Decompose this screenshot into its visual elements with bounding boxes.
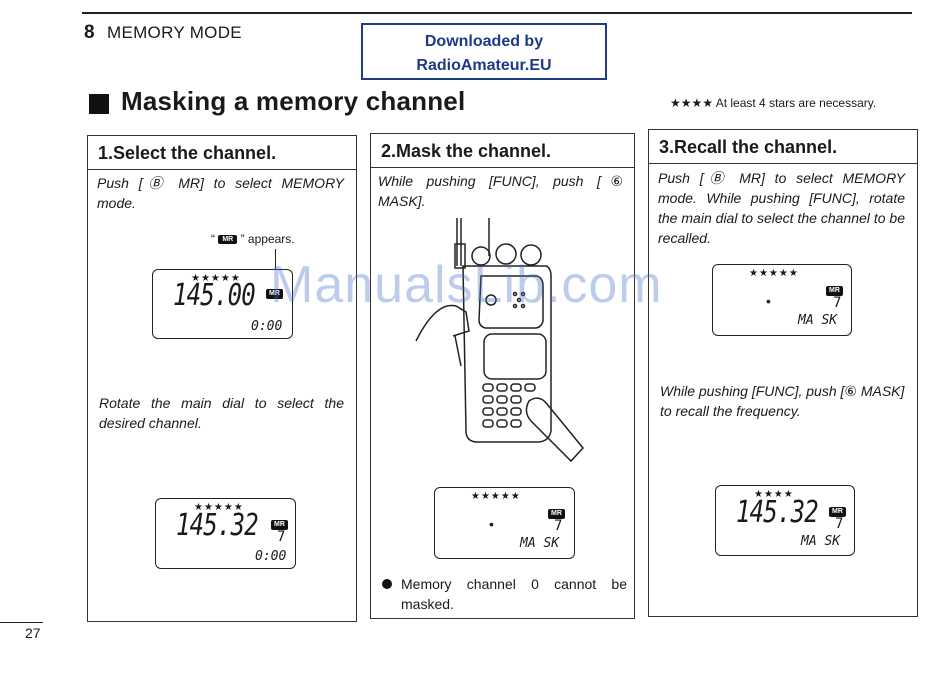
download-line-2: RadioAmateur.EU	[416, 57, 552, 74]
bullet-icon	[382, 579, 392, 589]
mr-badge-inline: MR	[218, 235, 238, 245]
lcd-mr-badge: MR	[266, 289, 283, 299]
lcd-stars: ★★★★	[754, 489, 794, 500]
download-line-1: Downloaded by	[424, 33, 544, 50]
watermark: ManualsLib.com	[270, 256, 663, 314]
title-square-icon	[89, 94, 109, 114]
lcd-mr-badge: MR	[826, 286, 843, 296]
lcd-channel: 7	[835, 516, 844, 532]
panel-1-rotate-text: Rotate the main dial to select the desir…	[99, 395, 344, 431]
section-number: 8	[84, 22, 95, 43]
top-rule	[82, 12, 912, 14]
section-name: MEMORY MODE	[107, 23, 242, 42]
lcd-frequency: 145.32	[736, 495, 819, 530]
panel-recall-channel: 3.Recall the channel. Push [Ⓑ MR] to sel…	[648, 129, 918, 617]
lcd-display-2: ★★★★★ 145.32 MR 7 0:00	[155, 498, 296, 569]
page-number-rule	[0, 622, 43, 623]
panel-3-recall-text: While pushing [FUNC], push [⑥ MASK] to r…	[660, 383, 905, 419]
lcd-channel: 7	[833, 295, 842, 311]
lcd-mask-text: MA SK	[798, 313, 838, 328]
page-title: Masking a memory channel	[121, 86, 466, 116]
mr-appears-note: “ MR ” appears.	[211, 232, 295, 246]
download-banner[interactable]: Downloaded by RadioAmateur.EU	[361, 23, 607, 80]
lcd-stars: ★★★★★	[749, 268, 799, 279]
lcd-mask-text: MA SK	[801, 534, 841, 549]
lcd-mr-badge: MR	[271, 520, 288, 530]
lcd-stars: ★★★★★	[194, 502, 244, 513]
panel-2-instruction: While pushing [FUNC], push [⑥ MASK].	[378, 173, 623, 209]
appears-text: ” appears.	[240, 232, 295, 246]
lcd-channel: 7	[554, 518, 563, 534]
lcd-time: 0:00	[251, 319, 283, 334]
lcd-mask-text: MA SK	[520, 536, 560, 551]
lcd-frequency: 145.32	[176, 508, 259, 543]
panel-3-instruction: Push [Ⓑ MR] to select MEMORY mode. While…	[658, 170, 905, 246]
lcd-mr-badge: MR	[548, 509, 565, 519]
lcd-time: 0:00	[255, 549, 287, 564]
lcd-display-recall-2: ★★★★ 145.32 MR 7 MA SK	[715, 485, 855, 556]
lcd-channel: 7	[277, 529, 286, 545]
stars-note: ★★★★ At least 4 stars are necessary.	[670, 96, 877, 110]
lcd-frequency: 145.00	[173, 278, 256, 313]
panel-2-heading: 2.Mask the channel.	[371, 134, 634, 168]
panel-2-note: Memory channel 0 cannot be masked.	[401, 576, 627, 612]
radio-illustration	[415, 218, 584, 463]
lcd-mr-badge: MR	[829, 507, 846, 517]
lcd-stars: ★★★★★	[471, 491, 521, 502]
panel-mask-channel: 2.Mask the channel. While pushing [FUNC]…	[370, 133, 635, 619]
lcd-display-recall-1: ★★★★★ • MR 7 MA SK	[712, 264, 852, 336]
lcd-display-mask: ★★★★★ • MR 7 MA SK	[434, 487, 575, 559]
panel-1-instruction: Push [Ⓑ MR] to select MEMORY mode.	[97, 175, 344, 211]
appears-open-quote: “	[211, 232, 215, 246]
lcd-stars: ★★★★★	[191, 273, 241, 284]
lcd-display-1: ★★★★★ 145.00 MR 0:00	[152, 269, 293, 339]
panel-select-channel: 1.Select the channel. Push [Ⓑ MR] to sel…	[87, 135, 357, 622]
panel-1-heading: 1.Select the channel.	[88, 136, 356, 170]
page-number: 27	[25, 625, 41, 641]
lcd-dot: •	[489, 516, 494, 532]
lcd-dot: •	[766, 293, 771, 309]
panel-3-heading: 3.Recall the channel.	[649, 130, 917, 164]
